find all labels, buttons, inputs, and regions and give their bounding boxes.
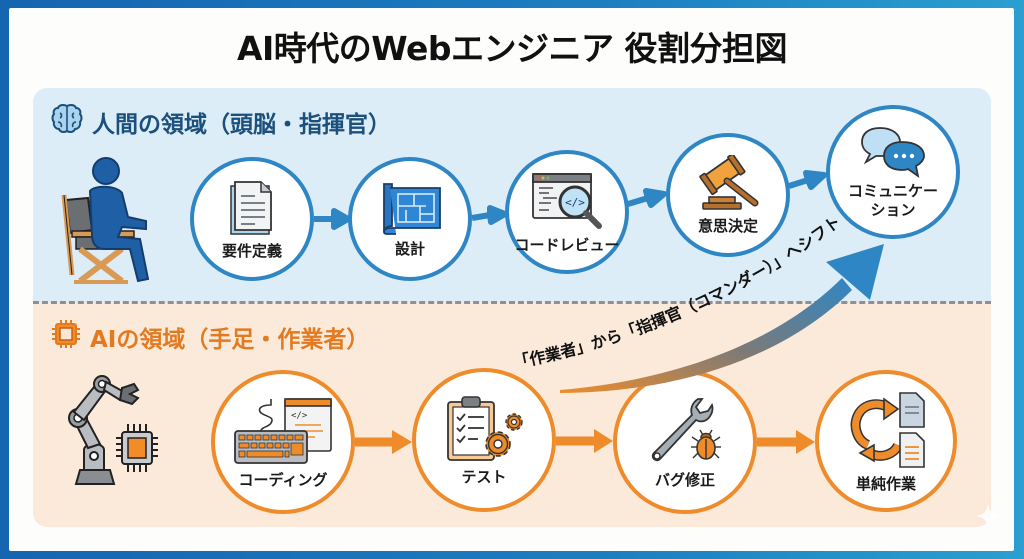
blueprint-icon bbox=[376, 180, 444, 236]
step-label: 単純作業 bbox=[855, 474, 916, 493]
human-flow-arrows bbox=[314, 170, 827, 230]
step-test: テスト bbox=[412, 368, 556, 512]
arrow-requirements-to-design bbox=[314, 208, 351, 230]
arrow-decision-to-communication bbox=[788, 170, 827, 190]
chat-bubbles-icon bbox=[858, 124, 928, 178]
step-requirements: 要件定義 bbox=[190, 157, 314, 281]
step-code-review: </> コードレビュー bbox=[505, 150, 629, 274]
brain-icon bbox=[50, 102, 84, 142]
chip-icon bbox=[50, 318, 82, 356]
page-title: AI時代のWebエンジニア 役割分担図 bbox=[236, 29, 788, 68]
human-section-title: 人間の領域（頭脳・指揮官） bbox=[92, 112, 391, 138]
clipboard-gears-icon bbox=[442, 394, 526, 464]
person-in-director-chair-icon bbox=[58, 155, 158, 289]
repeat-documents-icon bbox=[844, 389, 928, 471]
step-label: テスト bbox=[461, 467, 507, 486]
robot-arm-with-chip-icon bbox=[58, 372, 158, 496]
step-design: 設計 bbox=[348, 157, 472, 281]
step-label: バグ修正 bbox=[654, 470, 715, 489]
step-label-line2: ション bbox=[870, 201, 916, 219]
step-label: コーディング bbox=[238, 470, 328, 489]
step-label: コードレビュー bbox=[514, 235, 620, 254]
step-simple-work: 単純作業 bbox=[815, 370, 957, 512]
sparkle-icon bbox=[975, 503, 1001, 533]
step-bug-fix: バグ修正 bbox=[613, 370, 757, 514]
document-icon bbox=[225, 178, 279, 238]
step-decision: 意思決定 bbox=[666, 133, 790, 257]
step-label: 設計 bbox=[394, 239, 425, 258]
arrow-review-to-decision bbox=[627, 188, 667, 208]
svg-text:</>: </> bbox=[565, 196, 585, 209]
step-label: 要件定義 bbox=[221, 241, 282, 260]
step-label: 意思決定 bbox=[697, 216, 758, 235]
shift-caption-path: 「作業者」から「指揮官（コマンダー）」へシフト bbox=[512, 212, 844, 372]
wrench-bug-icon bbox=[640, 395, 730, 467]
ai-section-title: AIの領域（手足・作業者） bbox=[90, 327, 370, 353]
svg-text:</>: </> bbox=[291, 411, 308, 421]
step-label: コミュニケー ション bbox=[848, 182, 938, 220]
section-divider bbox=[33, 301, 991, 304]
gavel-icon bbox=[693, 154, 763, 213]
ai-section-heading: AIの領域（手足・作業者） bbox=[50, 318, 369, 356]
human-section-heading: 人間の領域（頭脳・指揮官） bbox=[50, 102, 391, 142]
step-coding: </> <> コーディング bbox=[211, 370, 355, 514]
arrow-design-to-review bbox=[471, 205, 508, 225]
keyboard-code-icon: </> <> bbox=[231, 395, 335, 467]
code-review-magnifier-icon: </> bbox=[529, 170, 605, 232]
ai-flow-arrows bbox=[355, 429, 815, 454]
step-label-line1: コミュニケー bbox=[847, 182, 938, 200]
curved-arrow-up-icon bbox=[560, 244, 884, 393]
step-communication: コミュニケー ション bbox=[826, 105, 960, 239]
shift-caption: 「作業者」から「指揮官（コマンダー）」へシフト bbox=[512, 212, 844, 372]
